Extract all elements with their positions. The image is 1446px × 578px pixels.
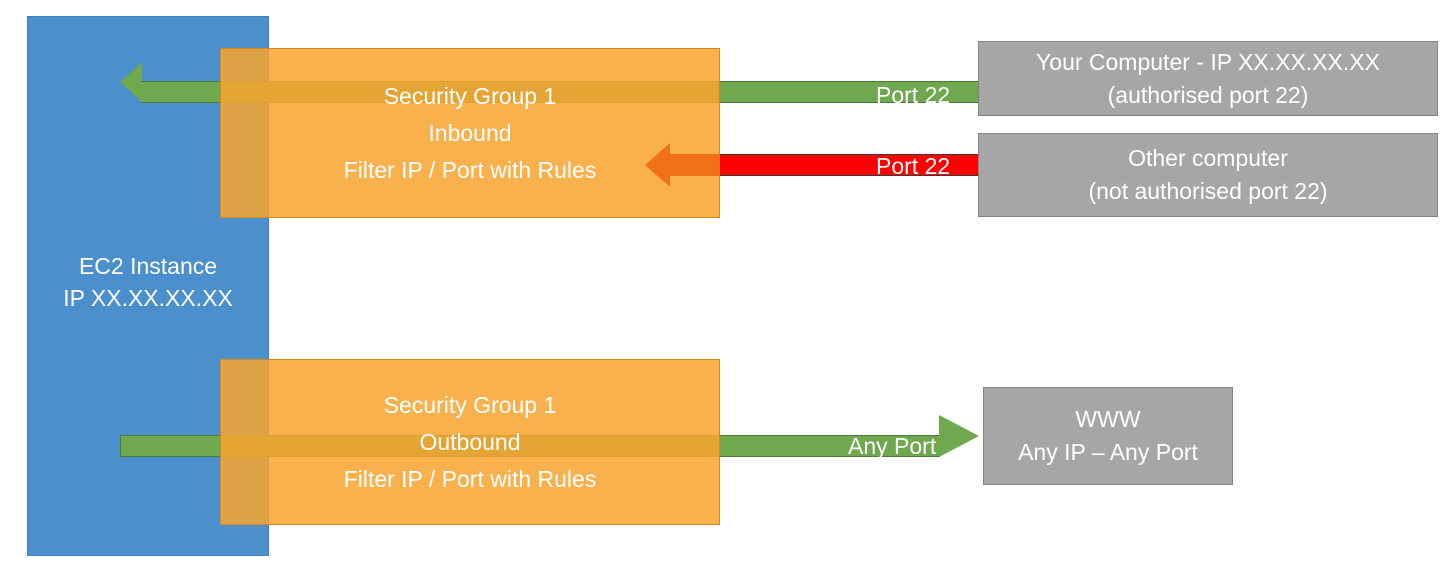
endpoint-your-computer-line2: (authorised port 22) [1107,81,1309,108]
security-group-inbound-box: Security Group 1 Inbound Filter IP / Por… [220,48,720,218]
endpoint-other-computer-line1: Other computer [1128,145,1288,171]
blocked-inbound-arrow-shaft [669,154,720,176]
security-group-inbound-name: Security Group 1 [383,82,557,109]
security-group-outbound-direction: Outbound [419,428,521,455]
blocked-inbound-port-label: Port 22 [876,153,951,179]
security-group-outbound-description: Filter IP / Port with Rules [343,465,597,492]
endpoint-www-box: WWW Any IP – Any Port [983,387,1233,485]
ec2-instance-ip: IP XX.XX.XX.XX [63,285,233,311]
allowed-outbound-port-label: Any Port [848,433,937,459]
endpoint-your-computer-box: Your Computer - IP XX.XX.XX.XX (authoris… [978,41,1438,116]
security-group-outbound-name: Security Group 1 [383,391,557,418]
blocked-inbound-arrowhead-icon [645,143,670,187]
endpoint-other-computer-box: Other computer (not authorised port 22) [978,133,1438,217]
endpoint-other-computer-line2: (not authorised port 22) [1088,178,1328,204]
endpoint-www-line1: WWW [1075,406,1141,432]
security-group-inbound-description: Filter IP / Port with Rules [343,156,597,183]
security-group-outbound-box: Security Group 1 Outbound Filter IP / Po… [220,359,720,525]
ec2-instance-label: EC2 Instance IP XX.XX.XX.XX [27,250,269,314]
allowed-inbound-arrowhead-icon [120,62,142,102]
endpoint-www-line2: Any IP – Any Port [1018,439,1198,465]
allowed-inbound-port-label: Port 22 [876,82,951,108]
ec2-instance-title: EC2 Instance [78,253,218,279]
endpoint-your-computer-line1: Your Computer - IP XX.XX.XX.XX [1036,48,1380,75]
security-group-inbound-direction: Inbound [428,119,512,146]
allowed-outbound-arrowhead-icon [939,415,979,457]
